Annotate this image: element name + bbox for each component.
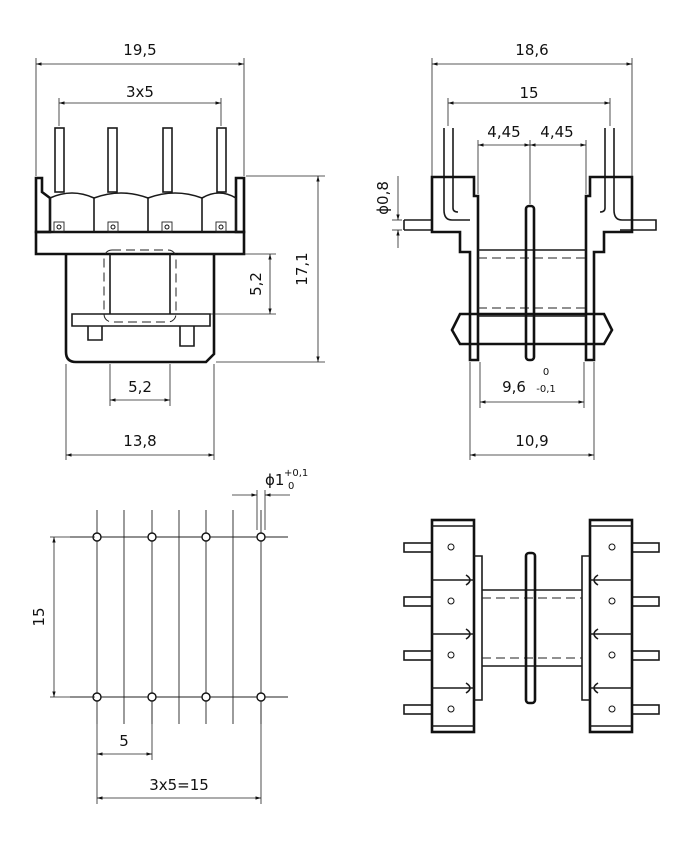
front-core-width-label: 5,2 — [128, 378, 152, 396]
side-tol-upper: 0 — [543, 367, 549, 378]
footprint-pitch-label: 5 — [119, 732, 129, 750]
front-base — [64, 254, 216, 364]
footprint-view — [70, 510, 288, 724]
side-pin-diameter-label: ϕ0,8 — [374, 181, 392, 215]
side-spacing-left-label: 4,45 — [487, 123, 520, 141]
front-base-label: 13,8 — [123, 432, 156, 450]
top-view — [403, 518, 660, 734]
top-left-flange — [430, 518, 476, 734]
front-dimensions: 19,5 3x5 17,1 5,2 5,2 13,8 — [35, 41, 325, 460]
front-view — [34, 127, 246, 364]
side-center-disc — [524, 204, 536, 362]
top-center-disc — [524, 551, 537, 705]
top-right-flange — [588, 518, 634, 734]
footprint-dimensions: ϕ1 +0,1 0 15 5 3x5=15 — [30, 468, 308, 804]
side-pin-span-label: 15 — [519, 84, 538, 102]
footprint-hole-tol-upper: +0,1 — [284, 468, 308, 479]
footprint-total-label: 3x5=15 — [149, 776, 209, 794]
front-pitch-label: 3x5 — [126, 83, 154, 101]
side-left-flange — [430, 175, 480, 362]
footprint-row-spacing-label: 15 — [30, 607, 48, 626]
side-right-flange — [584, 175, 634, 362]
front-core — [103, 249, 177, 323]
front-core-height-label: 5,2 — [247, 272, 265, 296]
side-view — [403, 128, 657, 362]
front-top-flange — [34, 176, 52, 234]
side-width-label: 18,6 — [515, 41, 548, 59]
front-width-label: 19,5 — [123, 41, 156, 59]
side-flange-width-label: 10,9 — [515, 432, 548, 450]
side-dimensions: 18,6 15 4,45 4,45 ϕ0,8 9,6 0 -0,1 10,9 — [374, 41, 633, 460]
footprint-hole-label: ϕ1 — [265, 471, 284, 489]
footprint-hole-tol-lower: 0 — [288, 481, 294, 492]
front-pins — [54, 127, 227, 193]
side-tol-lower: -0,1 — [536, 384, 556, 395]
side-bobbin-width-label: 9,6 — [502, 378, 526, 396]
side-spacing-right-label: 4,45 — [540, 123, 573, 141]
front-height-label: 17,1 — [293, 252, 311, 285]
